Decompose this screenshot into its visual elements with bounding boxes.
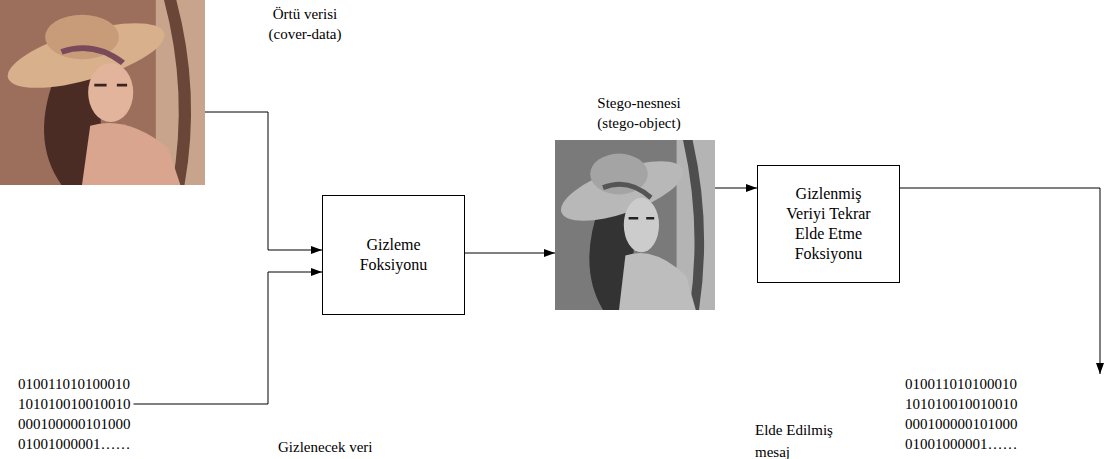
cover-image: Örtü verisi (cover-data) <box>0 0 205 185</box>
bit-text: 010011010100010 101010010010010 00010000… <box>905 374 1021 454</box>
box-text: Gizlenmiş Veriyi Tekrar Elde Etme Foksiy… <box>776 184 881 264</box>
process-box: Gizlenmiş Veriyi Tekrar Elde Etme Foksiy… <box>757 165 900 283</box>
cover-photo <box>0 0 205 185</box>
photo-hat-band <box>603 184 651 198</box>
flow-arrow <box>205 112 322 250</box>
photo-background <box>555 140 715 310</box>
stego-photo <box>555 140 715 310</box>
flow-arrow <box>134 272 323 404</box>
bit-text: 010011010100010 101010010010010 00010000… <box>18 374 134 454</box>
photo-shoulder <box>82 123 180 185</box>
flow-arrow <box>465 253 555 254</box>
photo-eyes <box>629 217 655 220</box>
image-caption: Örtü verisi (cover-data) <box>255 4 355 44</box>
photo-face <box>624 198 659 252</box>
photo-hat-brim <box>555 149 690 233</box>
photo-hat-brim <box>0 10 172 101</box>
photo-background <box>0 0 205 185</box>
stego-image: Stego-nesnesi (stego-object) <box>555 140 715 310</box>
box-text: Gizleme Foksiyonu <box>354 235 434 275</box>
photo-eyes <box>94 84 127 87</box>
photo-shoulder <box>619 253 696 310</box>
process-box: Gizleme Foksiyonu <box>322 195 465 315</box>
photo-face <box>88 63 133 122</box>
data-label: Gizlenecek veri <box>278 436 408 458</box>
flow-arrow <box>900 188 1100 374</box>
image-caption: Stego-nesnesi (stego-object) <box>583 93 695 133</box>
data-label: Elde Edilmiş mesaj <box>755 419 855 459</box>
flow-arrow <box>715 188 757 189</box>
bit-stream: 010011010100010 101010010010010 00010000… <box>18 374 134 454</box>
photo-hat-band <box>62 48 124 63</box>
bit-stream: 010011010100010 101010010010010 00010000… <box>900 374 1105 454</box>
